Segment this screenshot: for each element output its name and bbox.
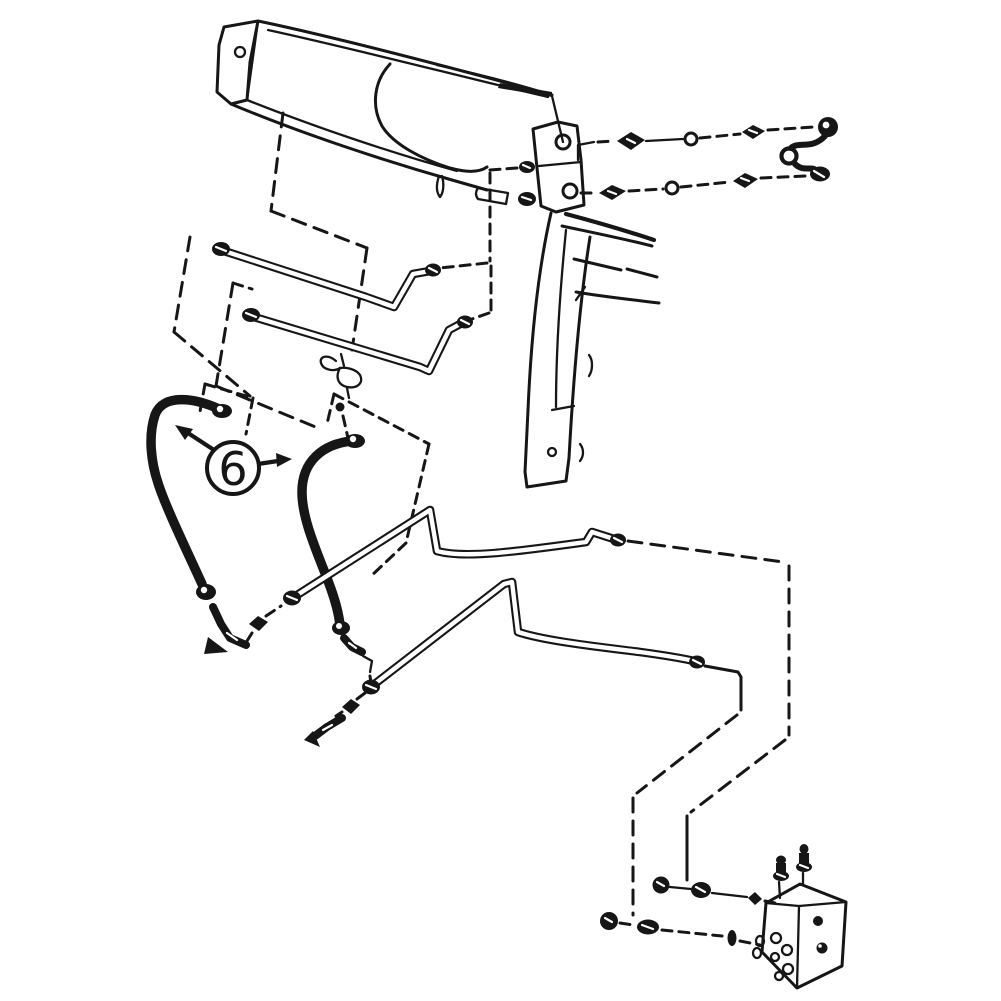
hydraulic-hose-right [297,434,374,674]
valve-port [769,931,783,945]
elbow-fitting [209,603,250,649]
tube-fitting-icon [249,616,268,631]
hose-loop-ring [779,146,799,166]
boom-lower-edge-inner [245,98,459,173]
elbow-flange [204,637,228,654]
callout-circle [205,440,261,496]
s-curve-hose [779,133,830,182]
o-ring-icon [683,131,699,147]
steel-tube-long-upper [283,505,626,606]
fitting-row-lower [579,173,807,200]
callout-arrow-left [185,430,217,453]
boom-lower-edge [229,102,489,192]
boom-cutout-curve [374,62,489,173]
valve-port [780,943,794,957]
small-fitting-icon [748,892,762,905]
washer-icon [727,930,737,946]
callout-arrowhead-right [276,453,292,467]
boom-blade-shadow [498,83,552,97]
boom-top-edge [256,19,554,97]
valve-nipple [773,855,789,900]
frame-upright [523,211,594,489]
valve-port [816,942,828,954]
valve-port [813,916,823,926]
steel-tube-lower [242,308,473,376]
valve-nipple [796,844,812,886]
steel-tube-long-lower [362,577,705,695]
boom-tab [435,174,445,199]
hose-clamp [319,352,363,400]
callout-arrow-right [255,458,281,467]
leader-lines [626,539,791,917]
hydraulic-hose-left [146,394,250,654]
corner-link [361,654,374,674]
elbow-flange [304,731,320,747]
fitting-row-upper [576,117,838,162]
valve-port [781,962,795,976]
loader-boom-arm [215,19,565,206]
step-link [576,140,596,162]
elbow-fitting [340,634,366,656]
callout-label: 6 [218,442,247,496]
callout-6: 6 [175,425,292,496]
boom-link-plate [474,186,510,206]
valve-fitting-row-upper [652,876,782,906]
tube-fitting-icon [342,699,360,714]
o-ring-icon [664,180,680,196]
valve-lug [754,934,766,948]
valve-port [769,951,781,963]
bottom-left-fittings [245,604,373,747]
steel-tube-upper [212,242,441,312]
valve-fitting-row-lower [600,912,762,947]
valve-port [773,970,785,982]
frame-rails [560,211,661,305]
boom-end-cap [215,19,260,106]
valve-lug [751,946,763,960]
pivot-bracket [518,120,586,214]
callout-arrowhead-left [175,425,193,440]
drop-dot [335,402,345,412]
control-valve-block [751,844,848,990]
